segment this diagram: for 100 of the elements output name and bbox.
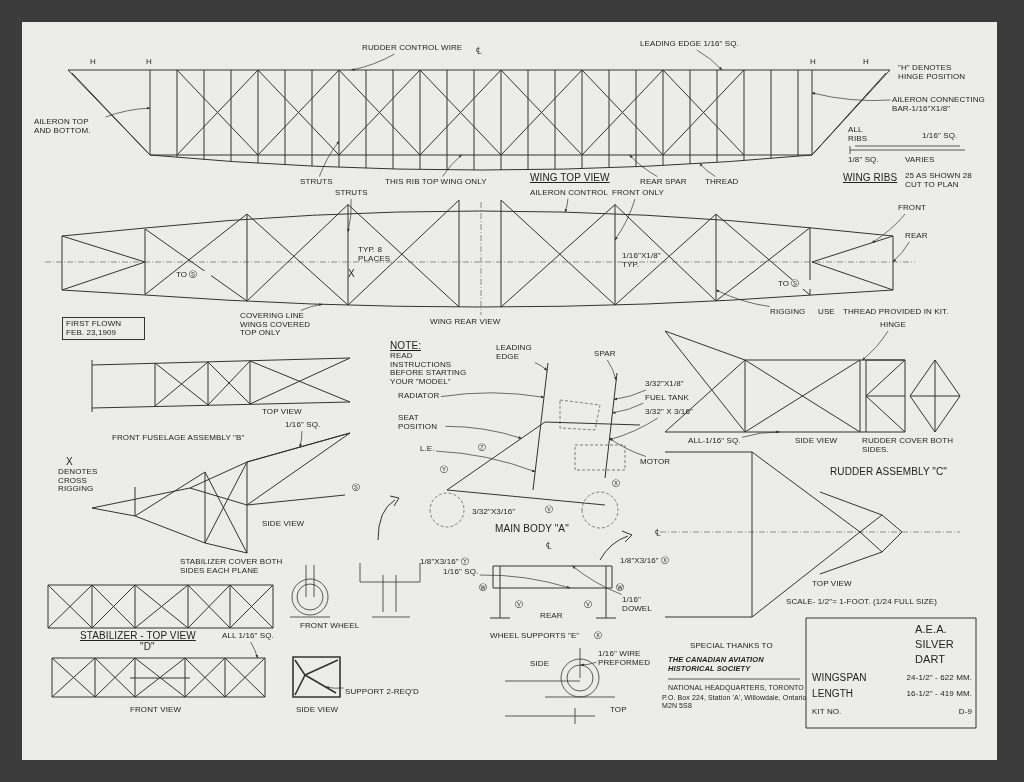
hinge-mark: H xyxy=(90,58,97,67)
callout-label: REAR xyxy=(905,232,928,241)
callout-text: TO Ⓢ xyxy=(778,280,813,289)
callout-label: AILERON TOP AND BOTTOM. xyxy=(34,118,104,135)
view-title: REAR xyxy=(540,612,564,621)
note-text: SPECIAL THANKS TO xyxy=(690,642,774,651)
stabilizer-front-view-drawing xyxy=(51,657,266,698)
spec-value: 16-1/2" - 419 MM. xyxy=(905,690,972,699)
view-title: FRONT VIEW xyxy=(130,706,183,715)
hinge-mark: H xyxy=(146,58,153,67)
view-title: TOP VIEW xyxy=(812,580,853,589)
callout-letter: Ⓧ xyxy=(612,480,622,489)
callout-label: FUEL TANK xyxy=(645,394,689,403)
assembly-title: WHEEL SUPPORTS "E" xyxy=(490,632,581,641)
callout-label: FRONT xyxy=(898,204,927,213)
callout-label: HINGE xyxy=(880,321,906,330)
view-title: SIDE xyxy=(530,660,551,669)
view-title: SIDE VIEW xyxy=(795,437,839,446)
callout-label: SUPPORT 2-REQ'D xyxy=(345,688,419,697)
callout-label: 1/16" WIRE PREFORMED xyxy=(598,650,660,667)
callout-label: 3/32"X1/8" xyxy=(645,380,684,389)
callout-label: THIS RIB TOP WING ONLY xyxy=(385,178,487,187)
spec-label: LENGTH xyxy=(812,688,855,699)
view-title: TOP VIEW xyxy=(262,408,303,417)
dimension-text: 1/8"X3/16" Ⓧ xyxy=(620,557,671,566)
spec-label: WINGSPAN xyxy=(812,672,868,683)
view-title: FRONT WHEEL xyxy=(300,622,361,631)
assembly-title: MAIN BODY "A" xyxy=(495,523,570,534)
note-text: STABILIZER COVER BOTH SIDES EACH PLANE xyxy=(180,558,284,575)
cross-mark: X xyxy=(66,456,74,467)
note-text: "H" DENOTES HINGE POSITION xyxy=(898,64,967,81)
callout-letter: Ⓧ xyxy=(594,632,604,641)
callout-letter: Ⓥ xyxy=(584,601,594,610)
callout-label: LEADING EDGE 1/16" SQ. xyxy=(640,40,739,49)
callout-label: SEAT POSITION xyxy=(398,414,444,431)
callout-label: COVERING LINE WINGS COVERED TOP ONLY xyxy=(240,312,320,338)
callout-label: 1/16" SQ. xyxy=(285,421,321,430)
dimension-text: 1/16" SQ. xyxy=(922,132,959,141)
callout-letter: Ⓦ xyxy=(479,584,489,593)
view-title: WING TOP VIEW xyxy=(530,172,611,183)
spec-value: D-9 xyxy=(957,708,972,717)
callout-label: THREAD xyxy=(705,178,739,187)
callout-text: TO Ⓢ xyxy=(176,271,211,280)
centerline-symbol: ℄ xyxy=(655,527,663,538)
view-title: WING REAR VIEW xyxy=(430,318,502,327)
callout-letter: Ⓩ xyxy=(478,444,488,453)
callout-label: AILERON CONNECTING BAR-1/16"X1/8" xyxy=(892,96,987,113)
note-text: TYP. 8 PLACES xyxy=(358,246,392,263)
hinge-mark: H xyxy=(863,58,870,67)
callout-letter: Ⓥ xyxy=(515,601,525,610)
callout-label: RIGGING xyxy=(770,308,806,317)
dimension-text: 1/8" SQ. xyxy=(848,156,880,165)
callout-label: ALL-1/16" SQ. xyxy=(688,437,741,446)
dimension-text: 1/8"X3/16" Ⓨ xyxy=(420,558,471,567)
note-text: USE xyxy=(818,308,836,317)
callout-label: 1/16" DOWEL xyxy=(622,596,656,613)
dimension-text: ALL RIBS xyxy=(848,126,869,143)
view-title: SIDE VIEW xyxy=(296,706,340,715)
callout-label: 3/32" X 3/16" xyxy=(645,408,693,417)
callout-label: 1/16" SQ. xyxy=(443,568,479,577)
centerline-symbol: ℄ xyxy=(546,540,554,551)
note-text: READ INSTRUCTIONS BEFORE STARTING YOUR "MODEL" xyxy=(390,352,468,386)
view-title: SIDE VIEW xyxy=(262,520,306,529)
note-text: RUDDER COVER BOTH SIDES. xyxy=(862,437,955,454)
dimension-text: 3/32"X3/16" xyxy=(472,508,517,517)
note-text: 25 AS SHOWN 28 CUT TO PLAN xyxy=(905,172,973,189)
assembly-title: "D" xyxy=(140,641,156,652)
callout-label: STRUTS xyxy=(335,189,368,198)
main-body-rear-view-drawing xyxy=(489,565,617,619)
hinge-mark: H xyxy=(810,58,817,67)
support-side-view-drawing xyxy=(292,656,341,698)
callout-label: REAR SPAR xyxy=(640,178,687,187)
callout-label: AILERON CONTROL xyxy=(530,189,608,198)
date-box: FIRST FLOWN FEB. 23,1909 xyxy=(62,317,145,340)
dimension-text: 1/16"X1/8" TYP. xyxy=(622,252,662,269)
view-title: WING RIBS xyxy=(843,172,899,183)
callout-label: LEADING EDGE xyxy=(496,344,542,361)
callout-label: RUDDER CONTROL WIRE xyxy=(362,44,463,53)
note-text: DENOTES CROSS RIGGING xyxy=(58,468,99,494)
callout-label: L.E. xyxy=(420,445,435,454)
callout-label: RADIATOR xyxy=(398,392,440,401)
spec-value: 24-1/2" - 622 MM. xyxy=(905,674,972,683)
note-heading: NOTE: xyxy=(390,340,423,351)
centerline-symbol: ℄ xyxy=(476,45,484,56)
spec-label: KIT NO. xyxy=(812,708,843,717)
cross-mark: X xyxy=(348,268,356,279)
scale-text: SCALE- 1/2"= 1-FOOT. (1/24 FULL SIZE) xyxy=(786,598,938,607)
dimension-text: VARIES xyxy=(905,156,936,165)
view-title: TOP xyxy=(610,706,628,715)
callout-label: ALL 1/16" SQ. xyxy=(222,632,274,641)
callout-label: SPAR xyxy=(594,350,616,359)
callout-label: STRUTS xyxy=(300,178,333,187)
model-title: A.E.A. SILVER DART xyxy=(915,622,955,667)
callout-letter: Ⓦ xyxy=(616,584,626,593)
assembly-title: RUDDER ASSEMBLY "C" xyxy=(830,466,948,477)
assembly-title: FRONT FUSELAGE ASSEMBLY "B" xyxy=(112,434,246,443)
note-text: THREAD PROVIDED IN KIT. xyxy=(843,308,950,317)
callout-label: FRONT ONLY xyxy=(612,189,664,198)
view-title: STABILIZER - TOP VIEW xyxy=(80,630,197,641)
callout-letter: Ⓨ xyxy=(440,466,450,475)
